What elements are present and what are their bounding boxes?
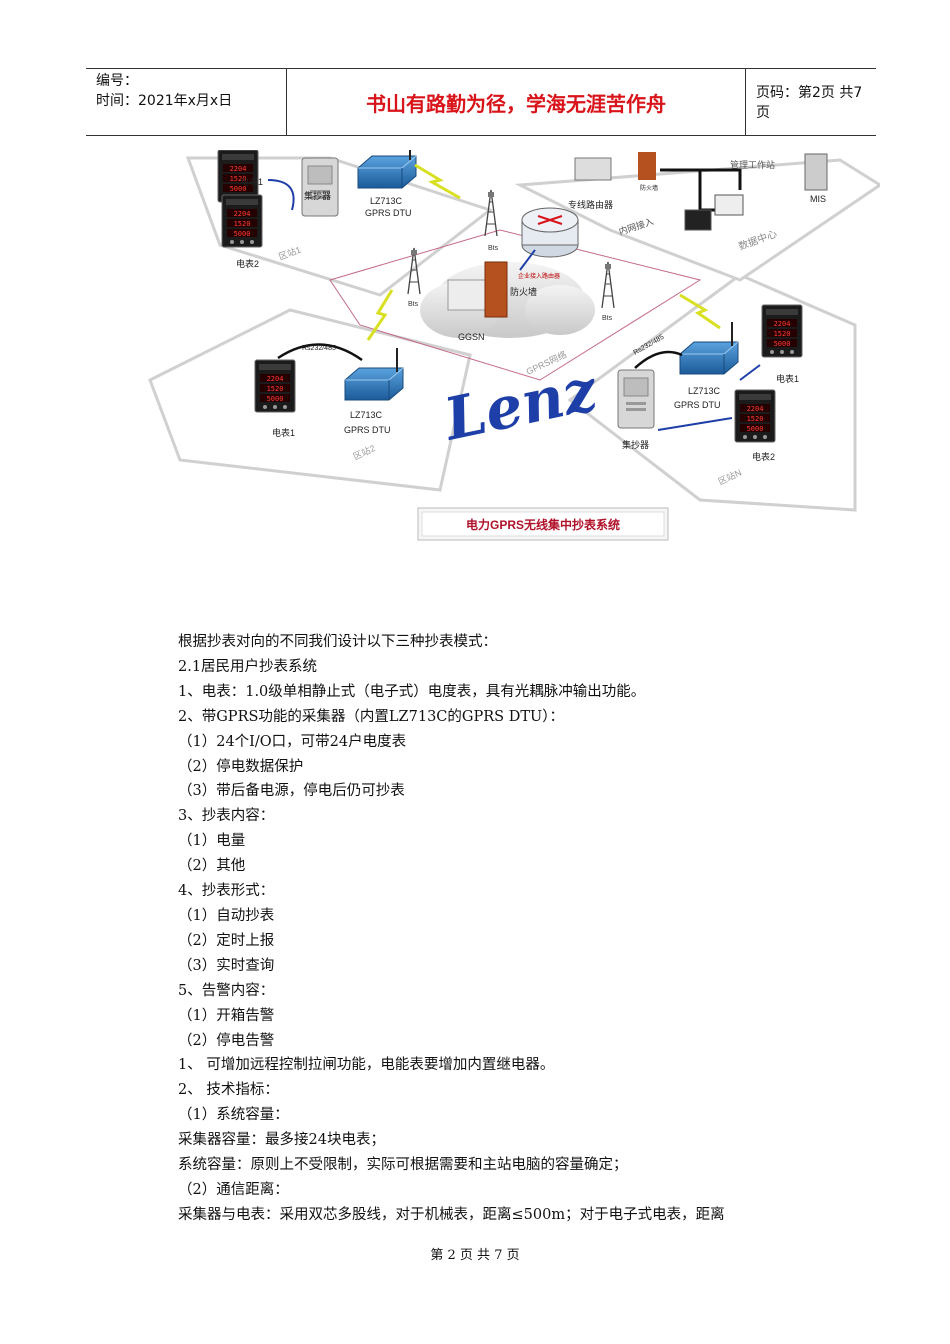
- caption-text: 电力GPRS无线集中抄表系统: [466, 517, 620, 532]
- motto-text: 书山有路勤为径，学海无涯苦作舟: [366, 91, 666, 116]
- label-dtu-model-zn: LZ713C: [688, 386, 721, 396]
- label-meter1-zn: 电表1: [776, 373, 799, 384]
- label-dtu-model-z1: LZ713C: [370, 196, 403, 206]
- body-line: 系统容量：原则上不受限制，实际可根据需要和主站电脑的容量确定；: [178, 1157, 628, 1174]
- body-line: （2）其他: [178, 858, 246, 875]
- body-line: 2、带GPRS功能的采集器（内置LZ713C的GPRS DTU）：: [178, 708, 564, 725]
- motto-cell: 书山有路勤为径，学海无涯苦作舟: [286, 69, 746, 135]
- label-collector-z1: 集抄器: [304, 190, 331, 201]
- label-dtu-type-zn: GPRS DTU: [674, 400, 721, 410]
- body-line: （1）开箱告警: [178, 1007, 275, 1024]
- label-firewall-small: 防火墙: [640, 184, 658, 192]
- body-line: 1、 可增加远程控制拉闸功能，电能表要增加内置继电器。: [178, 1057, 555, 1074]
- label-mis: MIS: [810, 194, 826, 204]
- label-meter2-z1: 电表2: [236, 258, 259, 269]
- label-dtu-model-z2: LZ713C: [350, 410, 383, 420]
- label-router-access: 企业接入路由器: [518, 272, 560, 280]
- body-line: 2、 技术指标：: [178, 1082, 279, 1099]
- label-collector-zn: 集抄器: [622, 439, 649, 450]
- body-line: （2）停电告警: [178, 1032, 275, 1049]
- header-table: 编号： 时间：2021年x月x日 书山有路勤为径，学海无涯苦作舟 页码：第2页 …: [86, 68, 876, 136]
- body-line: （3）带后备电源，停电后仍可抄表: [178, 783, 405, 800]
- body-line: （1）自动抄表: [178, 907, 275, 924]
- label-ggsn: GGSN: [458, 332, 485, 342]
- gprs-cloud: 防火墙 GGSN 企业接入路由器 GPRS网络: [420, 261, 595, 377]
- header-left-cell: 编号： 时间：2021年x月x日: [86, 69, 286, 135]
- body-line: 2.1居民用户抄表系统: [178, 658, 318, 675]
- label-bts-3: Bts: [602, 315, 613, 322]
- router: 专线路由器: [519, 199, 613, 271]
- body-line: （1）电量: [178, 833, 246, 850]
- wireless-links: [366, 163, 721, 341]
- label-meter1-z1: 电表1: [240, 176, 263, 187]
- label-bts-1: Bts: [488, 245, 499, 252]
- time-label: 时间：2021年x月x日: [96, 93, 233, 109]
- label-meter1-z2: 电表1: [272, 427, 295, 438]
- body-line: 4、抄表形式：: [178, 883, 275, 900]
- body-line: （1）系统容量：: [178, 1107, 289, 1124]
- number-label: 编号：: [96, 73, 138, 89]
- body-line: 3、抄表内容：: [178, 808, 275, 825]
- label-dtu-type-z1: GPRS DTU: [365, 208, 412, 218]
- label-dtu-type-z2: GPRS DTU: [344, 425, 391, 435]
- page-footer: 第 2 页 共 7 页: [430, 1248, 520, 1263]
- body-line: （1）24个I/O口，可带24户电度表: [178, 733, 407, 750]
- label-mgmt-station: 管理工作站: [730, 159, 775, 170]
- label-rs232-z2: Rs232/485: [302, 345, 336, 352]
- body-line: 5、告警内容：: [178, 982, 275, 999]
- page-cell: 页码：第2页 共7页: [746, 69, 876, 135]
- body-line: （2）通信距离：: [178, 1181, 289, 1198]
- gprs-system-diagram: 2204 1520 5000: [148, 150, 880, 541]
- label-router-special: 专线路由器: [568, 199, 613, 210]
- body-text: 根据抄表对向的不同我们设计以下三种抄表模式： 2.1居民用户抄表系统 1、电表：1.…: [178, 630, 818, 1228]
- body-line: （2）停电数据保护: [178, 758, 304, 775]
- body-line: （3）实时查询: [178, 957, 275, 974]
- body-line: 根据抄表对向的不同我们设计以下三种抄表模式：: [178, 634, 497, 650]
- body-line: （2）定时上报: [178, 932, 275, 949]
- diagram-caption: 电力GPRS无线集中抄表系统: [417, 507, 669, 541]
- page-label: 页码：第2页 共7页: [756, 85, 863, 121]
- body-line: 1、电表：1.0级单相静止式（电子式）电度表，具有光耦脉冲输出功能。: [178, 683, 646, 700]
- label-bts-2: Bts: [408, 301, 419, 308]
- body-line: 采集器容量：最多接24块电表；: [178, 1132, 385, 1149]
- body-line: 采集器与电表：采用双芯多股线，对于机械表，距离≤500m；对于电子式电表，距离: [178, 1206, 725, 1223]
- label-meter2-zn: 电表2: [752, 451, 775, 462]
- label-firewall: 防火墙: [510, 286, 537, 297]
